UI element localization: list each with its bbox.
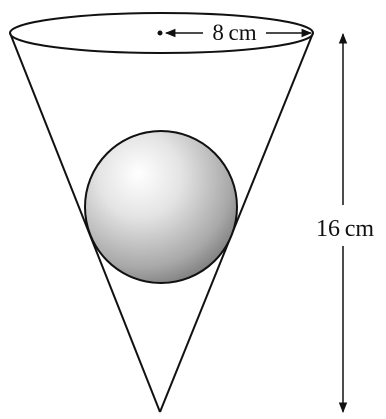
cone-right-edge <box>159 32 314 413</box>
height-label: 16 cm <box>316 216 374 242</box>
center-point <box>157 30 163 36</box>
radius-label: 8 cm <box>212 20 256 45</box>
cone-top-ellipse <box>9 12 314 54</box>
sphere <box>84 130 238 284</box>
cone-left-edge <box>9 32 161 413</box>
